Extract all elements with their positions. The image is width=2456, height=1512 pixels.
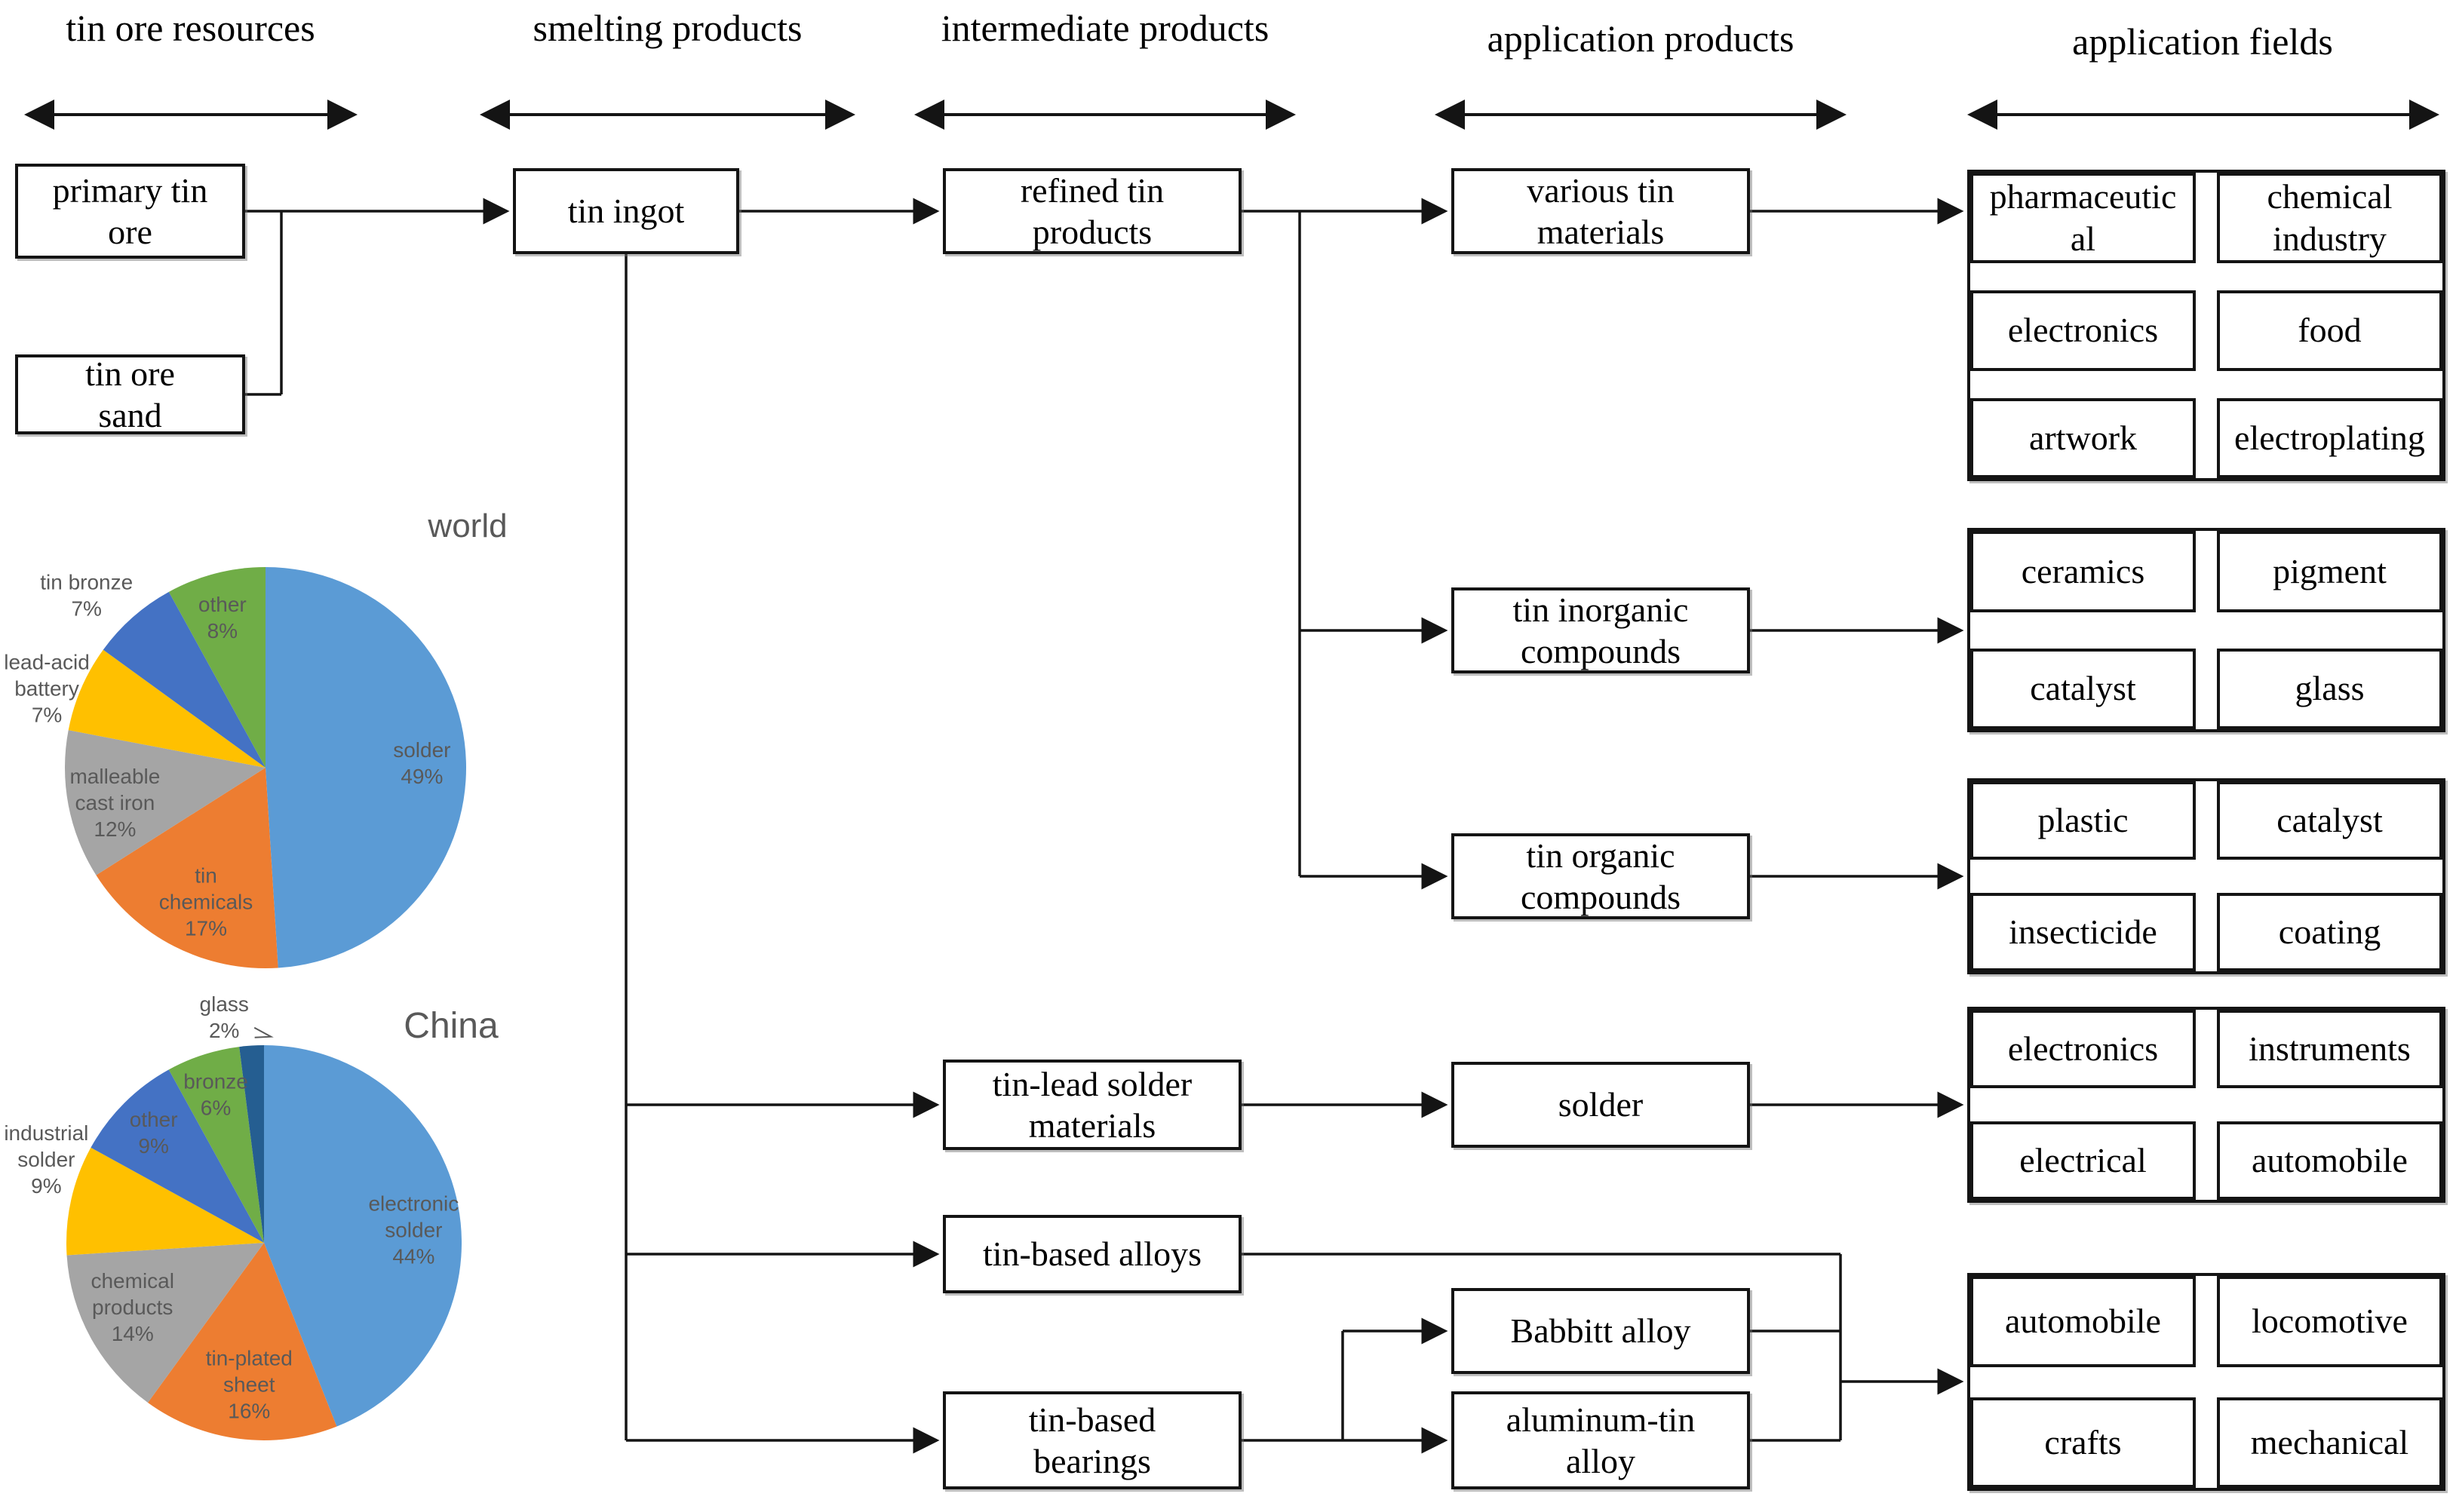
field-cell-insecticide: insecticide <box>1970 893 2196 971</box>
field-group-tin-organic: plastic catalyst insecticide coating <box>1967 778 2445 974</box>
pie-slice-malleable-cast-iron <box>64 730 266 876</box>
box-tin-ore-sand: tin ore sand <box>15 354 245 434</box>
pie-slice-other <box>168 567 266 768</box>
field-cell-artwork: artwork <box>1970 397 2196 478</box>
pie-slice-tin-chemicals <box>96 768 278 968</box>
field-cell-catalyst2: catalyst <box>2217 781 2442 860</box>
pie-slice-industrial-solder <box>66 1147 264 1256</box>
field-group-solder: electronics instruments electrical autom… <box>1967 1007 2445 1203</box>
box-tin-based-alloys: tin-based alloys <box>943 1215 1242 1293</box>
field-group-various-tin-materials: pharmaceutical chemical industry electro… <box>1967 170 2445 481</box>
box-babbitt-alloy: Babbitt alloy <box>1451 1288 1750 1374</box>
pie-slice-tin-plated-sheet <box>148 1243 337 1440</box>
field-cell-automobile: automobile <box>2217 1121 2442 1200</box>
field-cell-crafts: crafts <box>1970 1397 2196 1488</box>
box-tin-ingot: tin ingot <box>513 168 739 254</box>
field-cell-mechanical: mechanical <box>2217 1397 2442 1488</box>
field-cell-electronics2: electronics <box>1970 1010 2196 1088</box>
column-header-tin-ore-resources: tin ore resources <box>66 7 315 49</box>
box-tin-inorganic-compounds: tin inorganic compounds <box>1451 587 1750 673</box>
field-cell-catalyst: catalyst <box>1970 648 2196 729</box>
column-header-application-products: application products <box>1487 17 1794 60</box>
field-group-tin-inorganic: ceramics pigment catalyst glass <box>1967 528 2445 732</box>
field-cell-electroplating: electroplating <box>2217 397 2442 478</box>
pie-slice-chemical-products <box>66 1243 264 1403</box>
pie-title-world: world <box>427 508 507 544</box>
pie-slice-solder <box>266 566 467 968</box>
pie-slice-bronze <box>168 1047 264 1243</box>
box-tin-lead-solder-materials: tin-lead solder materials <box>943 1060 1242 1150</box>
pie-slice-lead-acid-battery <box>68 649 266 768</box>
field-cell-automobile2: automobile <box>1970 1276 2196 1367</box>
box-refined-tin-products: refined tin products <box>943 168 1242 254</box>
field-cell-chemical-industry: chemical industry <box>2217 173 2442 264</box>
line-tin-ore-sand-junction <box>245 211 283 396</box>
field-cell-locomotive: locomotive <box>2217 1276 2442 1367</box>
field-cell-instruments: instruments <box>2217 1010 2442 1088</box>
box-aluminum-tin-alloy: aluminum-tin alloy <box>1451 1391 1750 1489</box>
field-cell-ceramics: ceramics <box>1970 531 2196 612</box>
field-cell-electrical: electrical <box>1970 1121 2196 1200</box>
pie-slice-tin-bronze <box>103 591 266 768</box>
pie-slice-glass <box>239 1045 264 1243</box>
pie-slice-electronic-solder <box>264 1045 462 1427</box>
pie-title-china: China <box>404 1006 499 1046</box>
field-cell-pigment: pigment <box>2217 531 2442 612</box>
pie-slice-other <box>91 1069 264 1243</box>
line-bearings-branch <box>1242 1331 1344 1442</box>
box-tin-based-bearings: tin-based bearings <box>943 1391 1242 1489</box>
field-group-alloys: automobile locomotive crafts mechanical <box>1967 1273 2445 1491</box>
pie-leader-line <box>253 1026 274 1038</box>
field-cell-plastic: plastic <box>1970 781 2196 860</box>
field-cell-glass: glass <box>2217 648 2442 729</box>
box-tin-organic-compounds: tin organic compounds <box>1451 833 1750 919</box>
column-header-application-fields: application fields <box>2072 20 2333 63</box>
box-various-tin-materials: various tin materials <box>1451 168 1750 254</box>
field-cell-pharmaceutical: pharmaceutical <box>1970 173 2196 264</box>
field-cell-electronics: electronics <box>1970 290 2196 371</box>
box-solder: solder <box>1451 1062 1750 1148</box>
column-header-intermediate-products: intermediate products <box>941 7 1269 49</box>
field-cell-coating: coating <box>2217 893 2442 971</box>
field-cell-food: food <box>2217 290 2442 371</box>
box-primary-tin-ore: primary tin ore <box>15 164 245 259</box>
line-alloy-collector <box>1242 1253 1842 1442</box>
column-header-smelting-products: smelting products <box>533 7 803 49</box>
